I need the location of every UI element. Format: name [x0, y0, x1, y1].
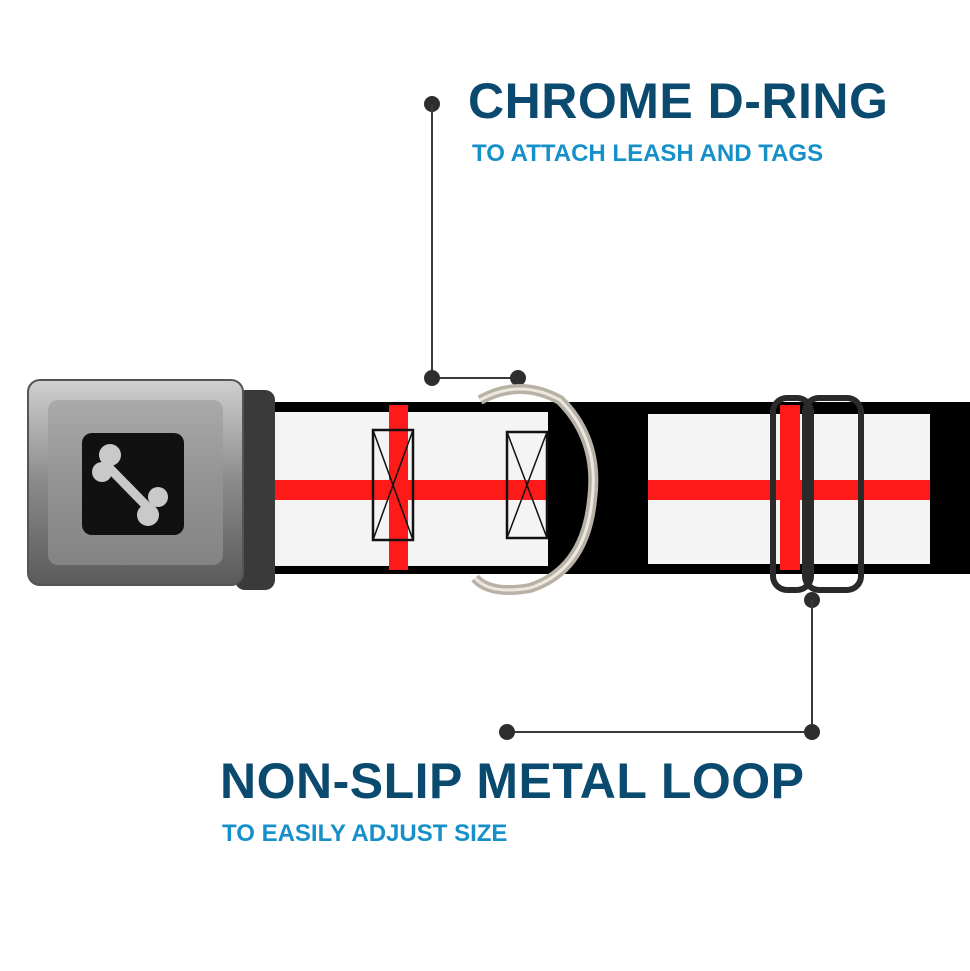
callout-line: [507, 731, 813, 733]
loop-subtitle: TO EASILY ADJUST SIZE: [222, 820, 508, 847]
callout-line: [811, 600, 813, 732]
callout-dot: [804, 724, 820, 740]
loop-title: NON-SLIP METAL LOOP: [220, 753, 805, 809]
d-ring-title: CHROME D-RING: [468, 73, 889, 129]
callout-line: [431, 377, 519, 379]
callout-dot: [424, 370, 440, 386]
d-ring-subtitle: TO ATTACH LEASH AND TAGS: [472, 140, 824, 167]
metal-loop-icon: [770, 395, 864, 593]
buckle-icon: [27, 379, 275, 590]
callout-line: [431, 104, 433, 378]
d-ring-icon: [471, 384, 599, 595]
bone-icon: [92, 444, 168, 526]
strap: [255, 402, 970, 574]
callout-dot: [510, 370, 526, 386]
callout-dot: [499, 724, 515, 740]
